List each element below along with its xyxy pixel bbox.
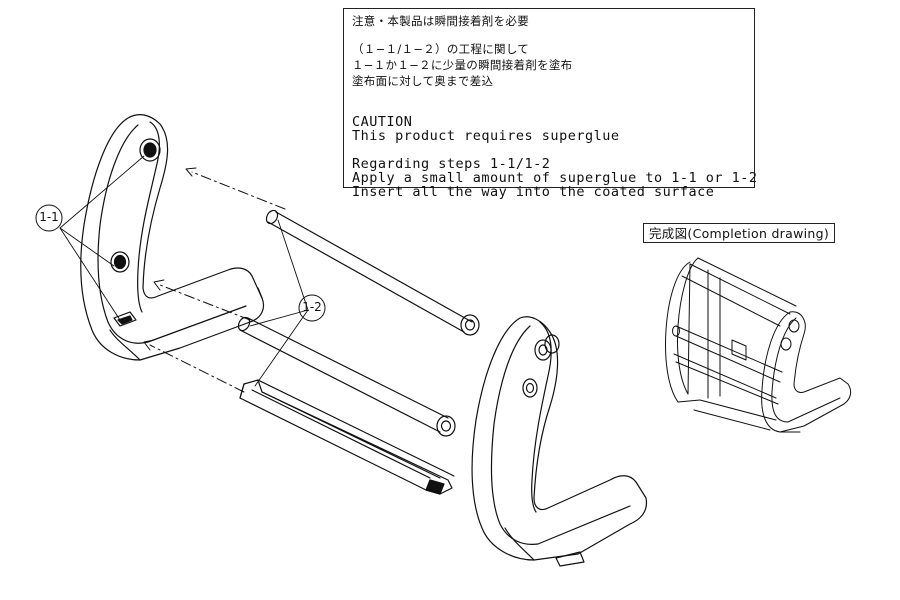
jp-note-line-3: １−１か１−２に少量の瞬間接着剤を塗布 <box>352 58 573 72</box>
completed-assembly <box>665 257 852 433</box>
en-caution-heading: CAUTION <box>352 114 413 130</box>
guide-arrows <box>149 171 286 393</box>
flat-bar-part <box>239 379 455 495</box>
callout-1-2-circle <box>298 294 326 322</box>
upper-rod-part <box>265 209 480 336</box>
callout-1-2-leaders <box>249 219 309 387</box>
completion-drawing-label: 完成図(Completion drawing) <box>643 223 836 243</box>
en-note-line-1: This product requires superglue <box>352 128 620 144</box>
foot-cap <box>555 551 585 567</box>
en-note-line-4: Insert all the way into the coated surfa… <box>352 184 715 200</box>
en-note-line-3: Apply a small amount of superglue to 1-1… <box>352 170 758 186</box>
left-bracket-part <box>80 114 265 361</box>
en-note-line-2: Regarding steps 1-1/1-2 <box>352 156 551 172</box>
callout-1-1-circle <box>35 204 63 232</box>
middle-hole <box>110 251 130 273</box>
middle-rod-part <box>237 316 456 437</box>
right-bracket-part <box>471 316 648 567</box>
jp-note-line-4: 塗布面に対して奥まで差込 <box>352 74 494 88</box>
jp-note-line-2: （１−１/１−２）の工程に関して <box>352 42 530 56</box>
callout-1-1-leaders <box>59 155 145 321</box>
jp-note-line-1: 注意・本製品は瞬間接着剤を必要 <box>352 14 529 28</box>
upper-hole <box>139 138 161 162</box>
slot-hole <box>113 311 137 327</box>
instruction-note-box: 注意・本製品は瞬間接着剤を必要 （１−１/１−２）の工程に関して １−１か１−２… <box>343 8 758 199</box>
callout-1-1-label: 1-1 <box>39 210 59 224</box>
callout-1-2-label: 1-2 <box>302 300 322 314</box>
